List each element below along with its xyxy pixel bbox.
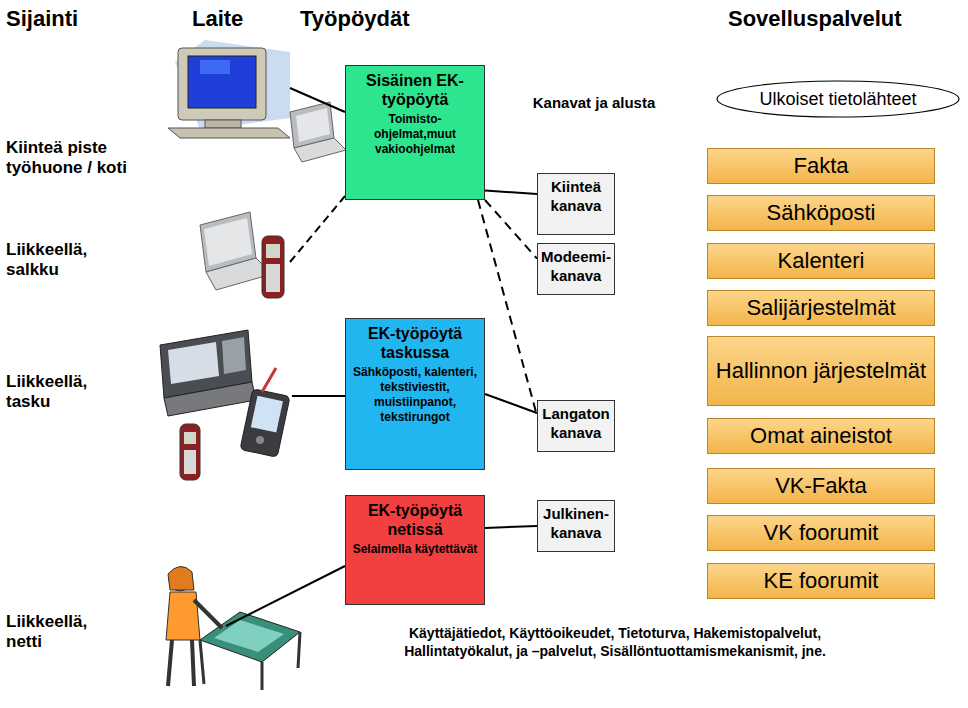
node-title: KE foorumit — [764, 568, 879, 594]
node-body: Toimisto-ohjelmat,muut vakioohjelmat — [350, 112, 480, 157]
channel-box: Modeemi-kanava — [537, 243, 615, 295]
node-title: VK-Fakta — [775, 473, 867, 499]
laptop — [290, 102, 346, 162]
connector-line — [478, 200, 537, 416]
channel-box: Kiinteä kanava — [537, 173, 615, 235]
column-header: Työpöydät — [300, 6, 450, 32]
source-ellipse: Ulkoiset tietolähteet — [716, 80, 960, 118]
channel-box: Langaton kanava — [537, 400, 615, 452]
node-title: Sisäinen EK-työpöytä — [350, 71, 480, 109]
person-at-terminal — [166, 566, 300, 690]
mobile-phone — [180, 424, 200, 480]
desktop-box: EK-työpöytä taskussaSähköposti, kalenter… — [345, 318, 485, 470]
desktop-computer — [168, 40, 290, 138]
node-title: EK-työpöytä netissä — [350, 501, 480, 539]
column-header: Sovelluspalvelut — [728, 6, 958, 32]
service-box: Kalenteri — [707, 243, 935, 279]
ellipse-shape — [717, 81, 959, 117]
node-title: Ulkoiset tietolähteet — [759, 89, 916, 110]
service-box: VK-Fakta — [707, 468, 935, 504]
node-title: Kalenteri — [778, 248, 865, 274]
pda — [240, 368, 290, 457]
node-title: Omat aineistot — [750, 423, 892, 449]
node-title: Langaton kanava — [540, 405, 612, 443]
location-label: Liikkeellä, tasku — [6, 372, 121, 413]
column-header: Laite — [192, 6, 282, 32]
node-title: Fakta — [793, 153, 848, 179]
location-label: Liikkeellä, netti — [6, 612, 121, 653]
service-box: VK foorumit — [707, 515, 935, 551]
column-header: Sijainti — [6, 6, 166, 32]
mobile-phone — [262, 236, 284, 298]
node-title: Kiinteä kanava — [540, 178, 612, 216]
channel-box: Julkinen-kanava — [537, 500, 615, 552]
location-label: Kiinteä piste työhuone / koti — [6, 138, 156, 179]
node-title: Julkinen-kanava — [540, 505, 612, 543]
location-label: Liikkeellä, salkku — [6, 240, 121, 281]
service-box: Hallinnon järjestelmät — [707, 336, 935, 406]
node-title: VK foorumit — [764, 520, 879, 546]
laptop — [200, 212, 272, 290]
node-title: Kanavat ja alusta — [518, 94, 670, 112]
device-lines — [226, 88, 345, 626]
node-title: Sähköposti — [767, 200, 876, 226]
communicator — [160, 330, 256, 416]
connector-line — [485, 191, 537, 195]
node-title: EK-työpöytä taskussa — [350, 324, 480, 362]
service-box: Omat aineistot — [707, 418, 935, 454]
service-box: Salijärjestelmät — [707, 290, 935, 326]
node-title: Salijärjestelmät — [746, 295, 895, 321]
desktop-box: EK-työpöytä netissäSelaimella käytettävä… — [345, 495, 485, 605]
node-body: Käyttäjätiedot, Käyttöoikeudet, Tietotur… — [400, 624, 830, 660]
connector-line — [485, 200, 537, 259]
node-body: Selaimella käytettävät — [350, 542, 480, 557]
node-title: Modeemi-kanava — [540, 248, 612, 286]
service-box: Sähköposti — [707, 195, 935, 231]
service-box: Fakta — [707, 148, 935, 184]
connector-line — [485, 394, 537, 413]
desktop-box: Sisäinen EK-työpöytäToimisto-ohjelmat,mu… — [345, 65, 485, 200]
service-box: KE foorumit — [707, 563, 935, 599]
connector-line — [485, 526, 537, 528]
node-title: Hallinnon järjestelmät — [716, 358, 926, 384]
node-body: Sähköposti, kalenteri, tekstiviestit, mu… — [350, 365, 480, 425]
